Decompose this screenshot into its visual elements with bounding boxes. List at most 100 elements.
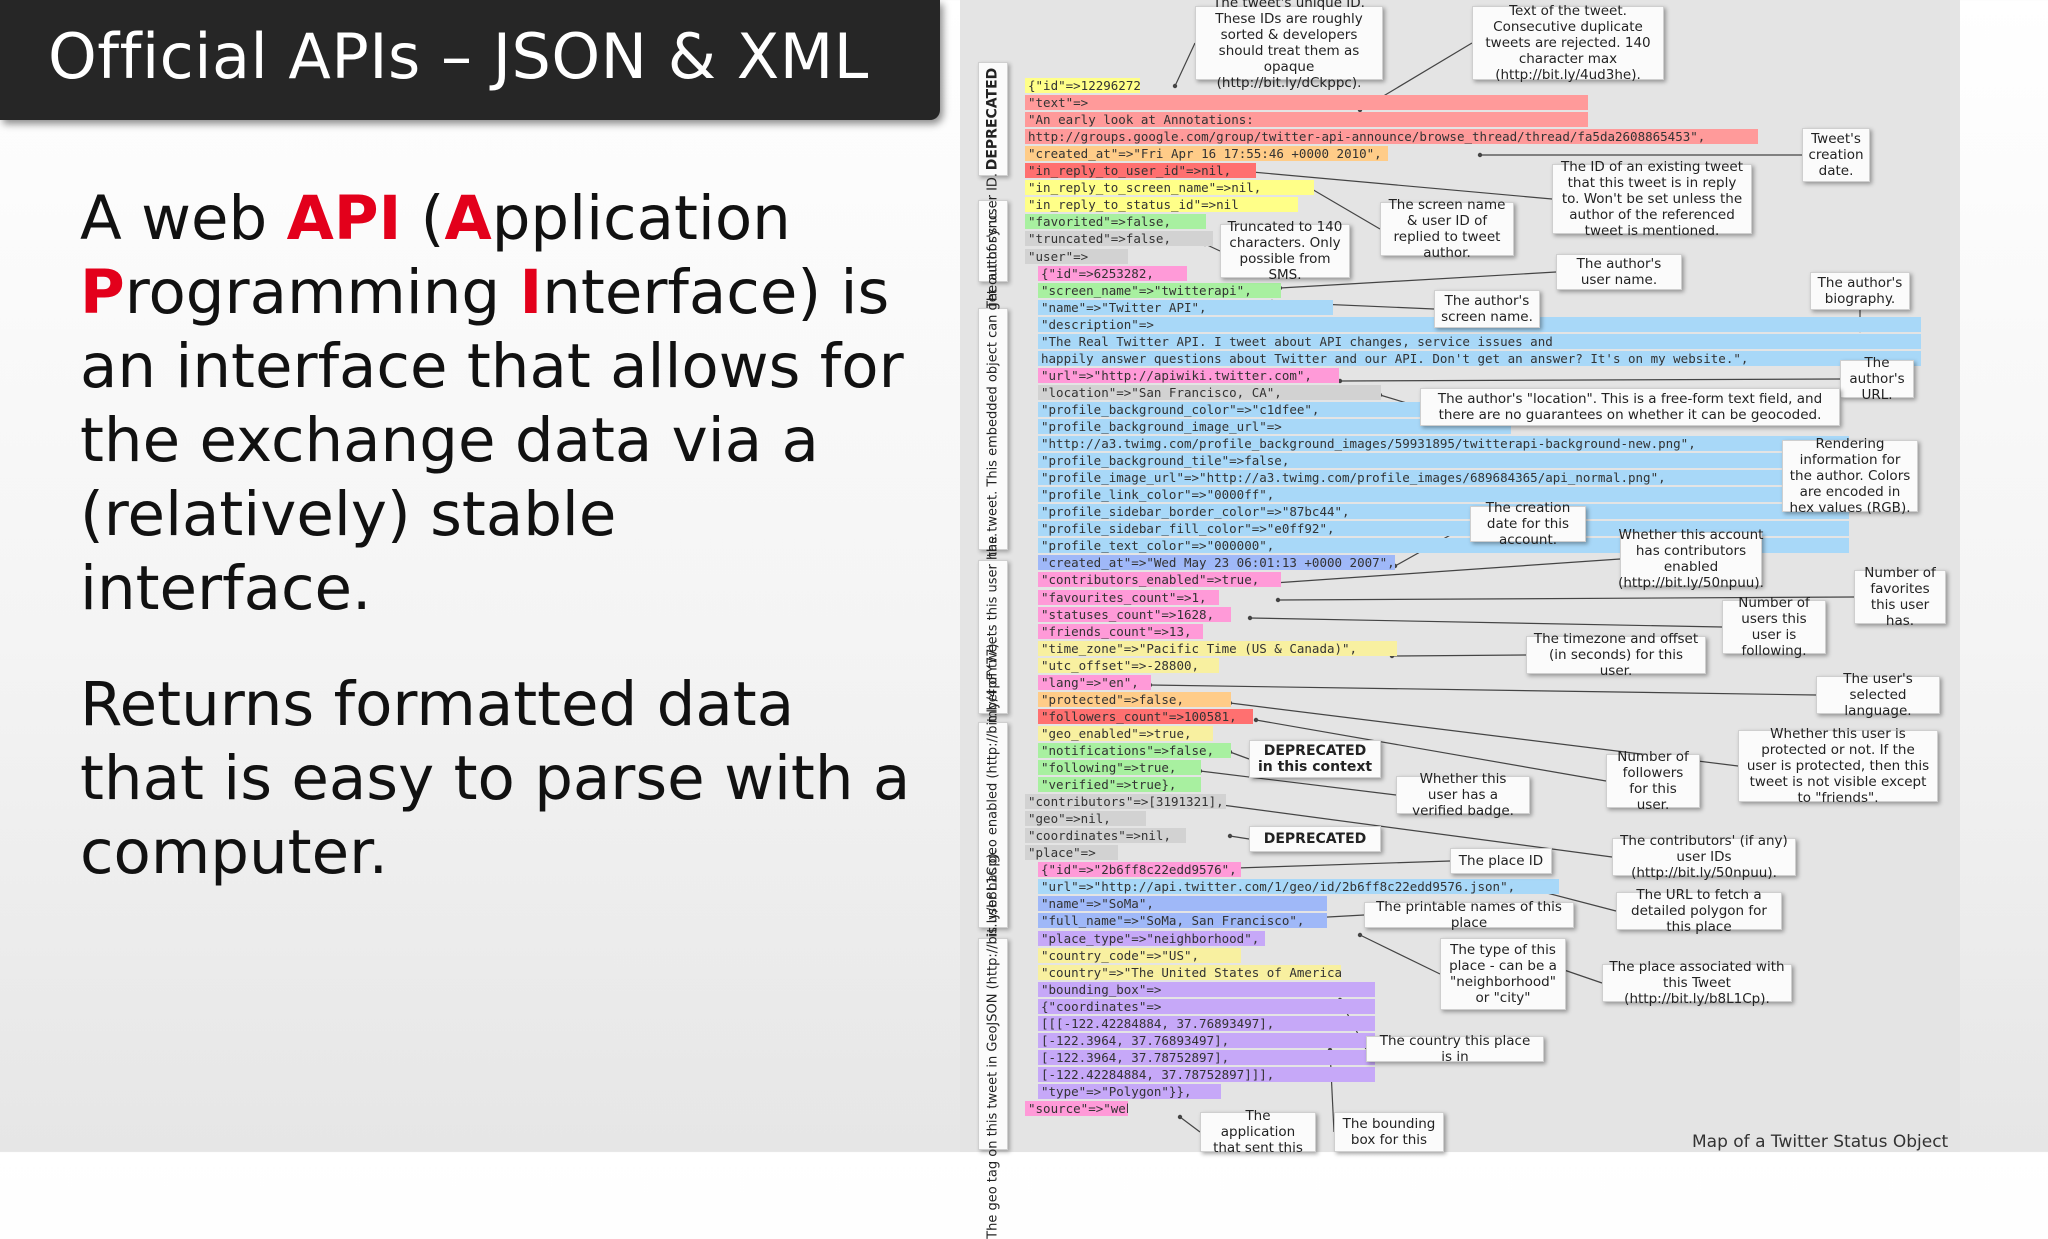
code-line: happily answer questions about Twitter a… — [1038, 350, 1921, 366]
connector-arrowhead — [1477, 152, 1483, 158]
side-label-text: The geo tag on this tweet in GeoJSON (ht… — [985, 849, 1001, 1239]
code-line: "url"=>"http://apiwiki.twitter.com", — [1038, 367, 1339, 383]
code-line: "place"=> — [1025, 845, 1118, 861]
twitter-status-object-map: {"id"=>12296272736, "text"=>"An early loo… — [960, 0, 1960, 1239]
connector-line — [1255, 719, 1607, 782]
connector-line — [1273, 558, 1621, 584]
code-line: "http://a3.twimg.com/profile_background_… — [1038, 436, 1849, 452]
connector-arrowhead — [1177, 1114, 1183, 1120]
connector-line — [1279, 271, 1557, 289]
code-line: "screen_name"=>"twitterapi", — [1038, 282, 1281, 298]
connector-arrowhead — [1227, 833, 1233, 839]
code-line: "profile_background_image_url"=> — [1038, 419, 1511, 434]
connector-arrowhead — [1275, 597, 1281, 603]
acronym-letter-a: A — [444, 183, 492, 254]
code-line: "profile_image_url"=>"http://a3.twimg.co… — [1038, 470, 1849, 486]
callout: DEPRECATED — [1249, 826, 1381, 852]
api-definition-paragraph: A web API (Application Programming Inter… — [80, 182, 920, 626]
callout: The tweet's unique ID. These IDs are rou… — [1195, 0, 1383, 91]
code-line: "verified"=>true}, — [1038, 777, 1201, 793]
callout: Rendering information for the author. Co… — [1782, 436, 1918, 516]
connector-line — [1339, 378, 1841, 382]
code-line: {"id"=>12296272736, — [1025, 78, 1140, 93]
connector-line — [1309, 187, 1381, 230]
code-line: [-122.42284884, 37.78752897]]], — [1038, 1066, 1375, 1082]
callout: The author's user name. — [1556, 254, 1682, 290]
code-line: "type"=>"Polygon"}}, — [1038, 1083, 1221, 1099]
side-label-text: DEPRECATED — [984, 67, 1001, 171]
callout: Tweet's creation date. — [1802, 128, 1870, 182]
callout: The bounding box for this — [1334, 1112, 1444, 1152]
callout: The creation date for this account. — [1470, 500, 1586, 548]
code-line: "country"=>"The United States of America… — [1038, 964, 1341, 980]
code-line: "profile_sidebar_border_color"=>"87bc44"… — [1038, 504, 1849, 520]
callout: The author's URL. — [1840, 355, 1914, 403]
code-line: "statuses_count"=>1628, — [1038, 606, 1231, 622]
code-line: "name"=>"Twitter API", — [1038, 299, 1333, 315]
slide-title: Official APIs – JSON & XML — [48, 20, 869, 93]
api-highlight: API — [286, 183, 402, 254]
code-line: "utc_offset"=>-28800, — [1038, 657, 1219, 673]
text-run: rogramming — [124, 257, 520, 328]
map-caption: Map of a Twitter Status Object — [1692, 1132, 1949, 1152]
code-line: "An early look at Annotations: — [1025, 112, 1588, 128]
callout: Number of favorites this user has. — [1854, 565, 1946, 629]
callout: The contributors' (if any) user IDs (htt… — [1612, 833, 1796, 881]
callout: The user's selected language. — [1816, 671, 1940, 719]
code-line: "geo_enabled"=>true, — [1038, 725, 1213, 741]
code-line: "profile_background_color"=>"c1dfee", — [1038, 401, 1511, 417]
connector-line — [1359, 934, 1441, 975]
code-line: "created_at"=>"Fri Apr 16 17:55:46 +0000… — [1025, 146, 1388, 162]
callout: Truncated to 140 characters. Only possib… — [1220, 219, 1350, 283]
code-line: "full_name"=>"SoMa, San Francisco", — [1038, 913, 1327, 929]
callout: Whether this user is protected or not. I… — [1738, 726, 1938, 806]
callout: The screen name & user ID of replied to … — [1380, 197, 1514, 261]
connector-line — [1229, 751, 1250, 760]
connector-line — [1229, 835, 1250, 840]
callout: The ID of an existing tweet that this tw… — [1552, 159, 1752, 239]
side-label: DEPRECATED — [978, 62, 1008, 176]
code-line: "protected"=>false, — [1038, 691, 1231, 707]
text-run: nterface) is an interface that allows fo… — [80, 257, 904, 624]
code-line: "place_type"=>"neighborhood", — [1038, 930, 1265, 946]
code-line: "geo"=>nil, — [1025, 811, 1146, 827]
code-line: "notifications"=>false, — [1038, 742, 1231, 758]
callout: The URL to fetch a detailed polygon for … — [1616, 887, 1782, 935]
callout: The author's "location". This is a free-… — [1420, 388, 1840, 426]
callout: Text of the tweet. Consecutive duplicate… — [1472, 3, 1664, 83]
code-line: "favorited"=>false, — [1025, 214, 1206, 230]
code-line: "The Real Twitter API. I tweet about API… — [1038, 333, 1921, 349]
callout: The timezone and offset (in seconds) for… — [1526, 631, 1706, 679]
code-line: [-122.3964, 37.78752897], — [1038, 1049, 1375, 1065]
text-run: A web — [80, 183, 287, 254]
callout: The type of this place - can be a "neigh… — [1440, 938, 1566, 1010]
code-line: "user"=> — [1025, 248, 1128, 264]
code-line: "friends_count"=>13, — [1038, 623, 1203, 639]
acronym-letter-i: I — [519, 257, 543, 328]
code-line: "time_zone"=>"Pacific Time (US & Canada)… — [1038, 640, 1397, 656]
connector-line — [1199, 770, 1397, 796]
side-label: The author of the tweet. This embedded o… — [978, 209, 1008, 649]
callout: The place ID — [1450, 848, 1552, 874]
connector-line — [1277, 596, 1855, 601]
callout: The place associated with this Tweet (ht… — [1602, 959, 1792, 1007]
code-line: "name"=>"SoMa", — [1038, 896, 1327, 912]
connector-line — [1249, 617, 1723, 628]
side-label: The author's user ID. — [978, 173, 1008, 309]
code-line: "favourites_count"=>1, — [1038, 589, 1219, 605]
text-run: ( — [401, 183, 445, 254]
code-line: http://groups.google.com/group/twitter-a… — [1025, 129, 1758, 145]
formatted-data-paragraph: Returns formatted data that is easy to p… — [80, 669, 911, 888]
code-line: "contributors"=>[3191321], — [1025, 794, 1226, 810]
callout: The country this place is in — [1366, 1033, 1544, 1065]
code-line: "text"=> — [1025, 95, 1588, 111]
connector-line — [1251, 171, 1553, 200]
side-label: Whether this user has geo enabled (http:… — [978, 639, 1008, 1011]
connector-arrowhead — [1357, 932, 1363, 938]
callout: Whether this user has a verified badge. — [1396, 771, 1530, 819]
callout: DEPRECATED in this context — [1249, 740, 1381, 778]
connector-line — [1149, 684, 1817, 696]
code-line: "in_reply_to_status_id"=>nil — [1025, 197, 1298, 213]
code-line: "in_reply_to_user_id"=>nil, — [1025, 163, 1256, 179]
code-line: "truncated"=>false, — [1025, 231, 1213, 247]
